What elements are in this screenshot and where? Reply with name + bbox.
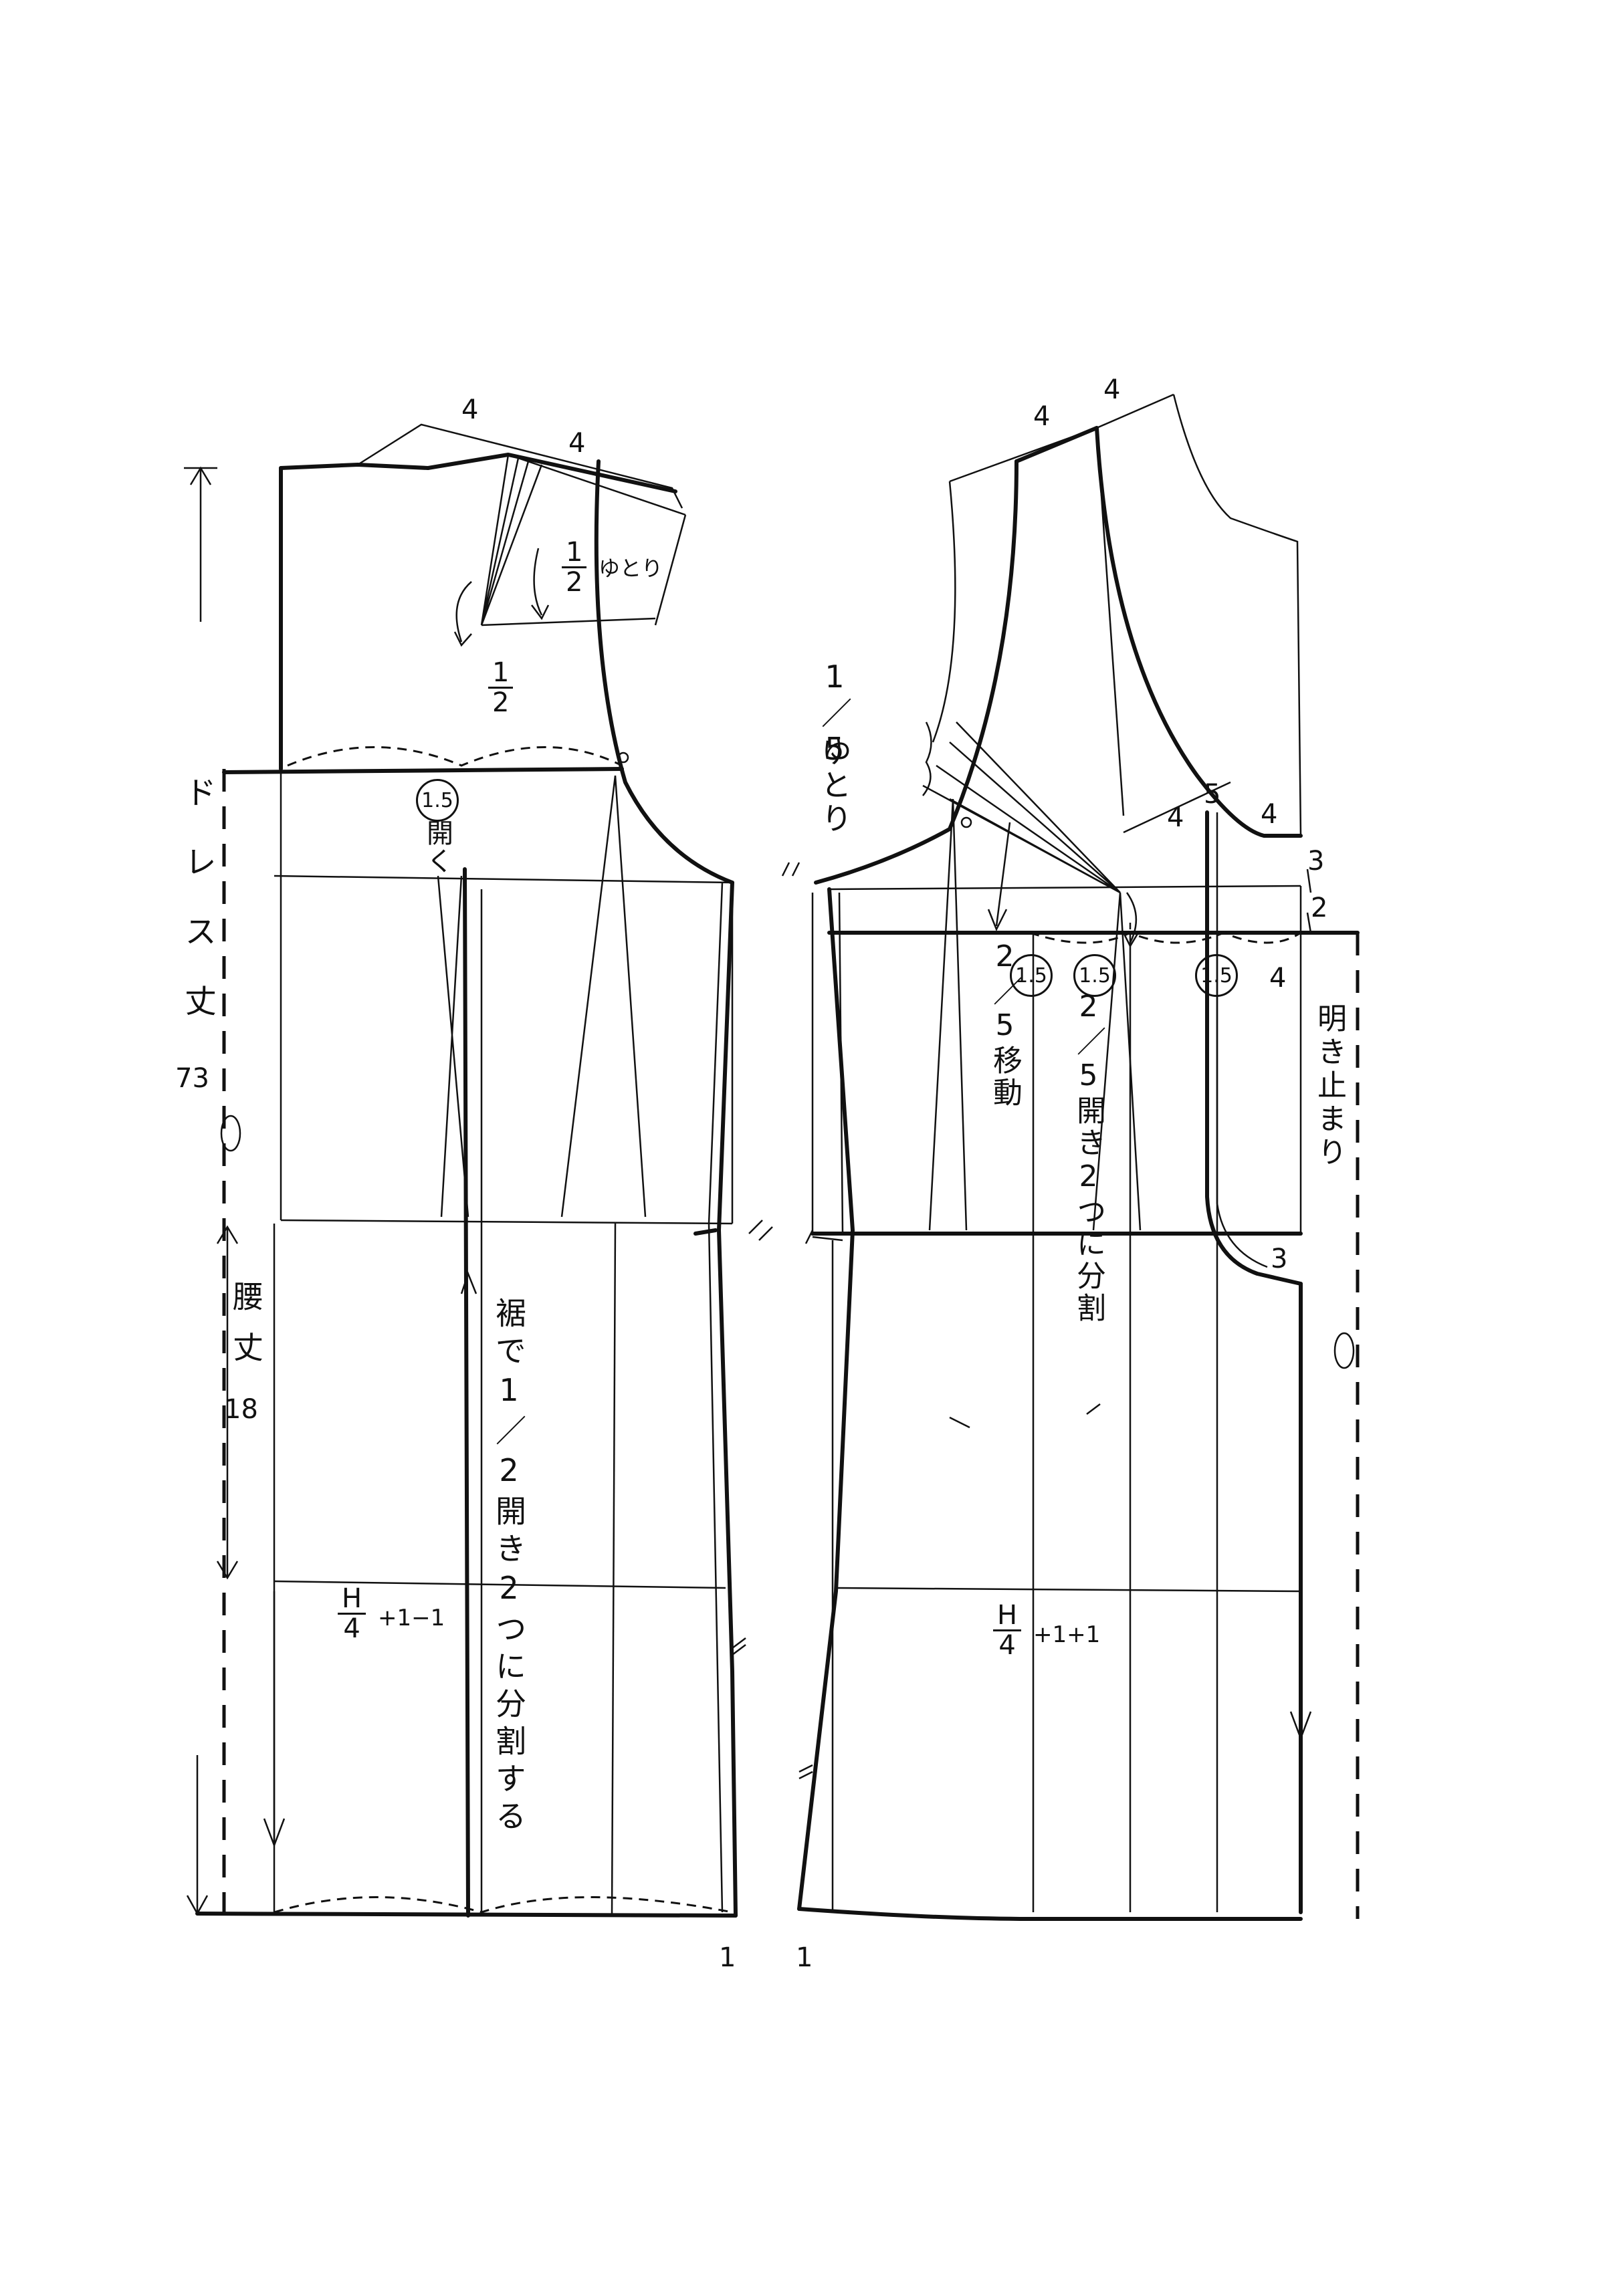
back-hip-fraction: H 4: [993, 1601, 1022, 1661]
shoulder-guide-2: [654, 514, 687, 626]
front-ease-den: 2: [566, 567, 583, 598]
back-side-seam: [797, 887, 855, 1911]
back-ease-fraction: 1／5: [817, 659, 853, 770]
gather-wave: [922, 721, 932, 796]
arrow-curl-ease: [531, 548, 550, 620]
front-dart-den: 2: [492, 687, 510, 718]
back-hem-mark: 1: [796, 1942, 813, 1973]
front-side-seam: [717, 881, 738, 1918]
back-hip-den: 4: [998, 1630, 1016, 1661]
front-hem-mark: 1: [719, 1942, 736, 1973]
dress-length-label: ドレス丈: [179, 776, 216, 1054]
back-neckline: [1095, 426, 1303, 838]
back-hip-line: [835, 1587, 1301, 1593]
tick-marks-front: [748, 1220, 773, 1241]
arrow-split: [1122, 892, 1140, 948]
back-open-1: 1.5: [1010, 954, 1053, 997]
back-shoulder-line: [1014, 426, 1099, 463]
tick-marks-back: [781, 862, 800, 877]
back-shoulder-4b: 4: [1103, 374, 1121, 405]
back-hip-num: H: [993, 1601, 1022, 1631]
back-armhole: [814, 459, 1019, 885]
back-open-2: 1.5: [1073, 954, 1116, 997]
back-dart-1: [928, 798, 968, 1231]
waist-length-value: 18: [224, 1394, 258, 1425]
tick-marks-front-2: [732, 1637, 746, 1655]
tick-mark-back-waist: [805, 1230, 814, 1244]
front-hip-den: 4: [343, 1613, 360, 1644]
back-bodice: [781, 393, 1360, 1921]
back-bust-line: [829, 885, 1301, 891]
front-ease-fraction: 1 2: [562, 538, 587, 598]
back-neck-4: 4: [1167, 802, 1184, 833]
neck-4-mark: [1123, 781, 1231, 834]
back-ease-label: ゆとり: [817, 735, 853, 836]
front-waist-dart-2: [560, 775, 647, 1218]
front-open-label: 開く: [422, 819, 453, 875]
front-waist-guide: [274, 875, 733, 884]
front-shoulder-dart: [480, 454, 543, 626]
hip-symbol-front: [220, 1115, 241, 1152]
arrow-move: [987, 822, 1011, 932]
front-shoulder-ease-triangle: [357, 423, 683, 509]
back-shoulder-4a: 4: [1033, 401, 1051, 432]
front-shoulder-line: [426, 453, 677, 493]
arrow-up: [460, 1271, 477, 1294]
back-facing-3: 3: [1271, 1244, 1288, 1274]
front-bust-dashed: [287, 746, 623, 767]
side-dim-ticks: [1306, 869, 1312, 933]
front-bust-line: [222, 767, 624, 774]
back-side-3: 3: [1307, 846, 1325, 877]
front-dart-fraction: 1 2: [488, 659, 514, 718]
back-chest-dashed: [1029, 931, 1301, 944]
ease-line: [481, 617, 656, 626]
front-bodice: [184, 423, 773, 1918]
front-ease-label: ゆとり: [599, 556, 663, 581]
back-neck-curve: [1172, 394, 1302, 836]
hip-symbol-back: [1333, 1332, 1355, 1369]
dress-length-value: 73: [175, 1063, 209, 1094]
back-neck-4b: 4: [1261, 799, 1278, 830]
back-open-3: 1.5: [1195, 954, 1238, 997]
front-hip-line: [274, 1580, 726, 1589]
front-armhole: [594, 459, 734, 885]
front-hem-split-note: 裾で1／2開き2つに分割する: [491, 1297, 527, 1837]
back-split-note: 2／5開き2つに分割: [1071, 990, 1105, 1325]
front-open-amount: 1.5: [416, 779, 459, 822]
back-neck-guide: [949, 393, 1174, 483]
waist-length-label: 腰丈: [228, 1280, 264, 1382]
back-hip-suffix: +1+1: [1033, 1621, 1101, 1648]
back-side-2: 2: [1311, 893, 1328, 923]
front-hip-fraction: H 4: [338, 1585, 366, 1643]
front-neckline: [279, 463, 430, 470]
opening-stop-label: 明き止まり: [1312, 1003, 1346, 1170]
front-shoulder-side-label: 4: [568, 428, 586, 459]
back-neck-5: 5: [1204, 779, 1221, 810]
arrow-down-back: [1289, 1711, 1312, 1741]
back-move-note: 2／5移動: [988, 939, 1022, 1109]
dart-end-marks: [949, 1403, 1101, 1429]
arrow-curl-front: [453, 581, 472, 647]
front-cut-line: [463, 867, 470, 1918]
front-hem-line: [195, 1912, 738, 1918]
back-button-4: 4: [1269, 963, 1287, 994]
notch-back: [960, 816, 972, 828]
back-gather-rays: [922, 721, 1121, 894]
back-hem-line: [797, 1907, 1303, 1921]
front-hip-suffix: +1−1: [378, 1605, 445, 1631]
front-ease-num: 1: [562, 538, 587, 568]
notch-front: [617, 752, 629, 764]
front-shoulder-top-label: 4: [461, 394, 479, 425]
front-dart-num: 1: [488, 659, 514, 689]
front-hip-num: H: [338, 1585, 366, 1615]
front-waist-dart-1: [437, 875, 469, 1218]
tick-marks-back-2: [798, 1764, 813, 1780]
front-waist-line: [280, 1219, 733, 1225]
back-facing-line: [1205, 810, 1303, 1286]
